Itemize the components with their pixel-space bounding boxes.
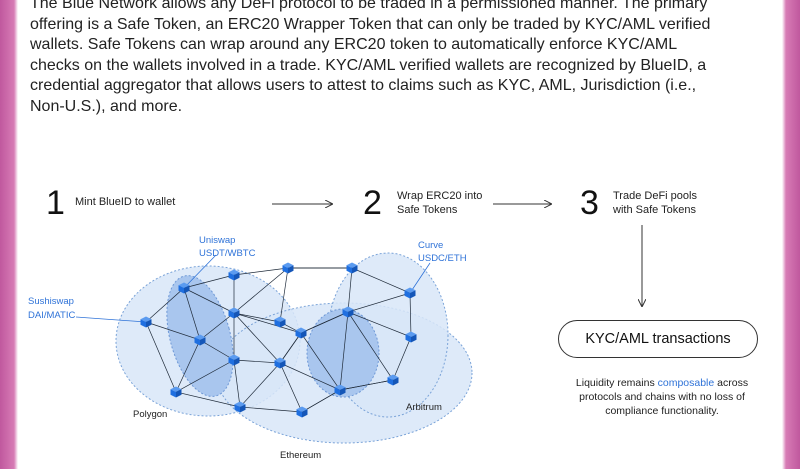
sushiswap-pair-label: DAI/MATIC xyxy=(28,310,75,321)
step-3-label-line2: with Safe Tokens xyxy=(612,204,696,216)
liquidity-caption: Liquidity remains composable across prot… xyxy=(540,376,784,418)
curve-callout-line xyxy=(409,262,431,294)
network-node xyxy=(274,316,286,328)
network-node xyxy=(405,331,417,343)
network-node xyxy=(342,306,354,318)
network-node xyxy=(234,401,246,413)
intro-line: wallets. Safe Tokens can wrap around any… xyxy=(30,36,678,53)
uniswap-label: Uniswap xyxy=(199,235,235,246)
network-node xyxy=(228,354,240,366)
caption-line-2: protocols and chains with no loss of xyxy=(579,391,745,403)
arbitrum-label: Arbitrum xyxy=(406,402,442,413)
caption-composable: composable xyxy=(657,377,715,389)
intro-line: credential aggregator that allows users … xyxy=(30,77,697,94)
sushiswap-label: Sushiswap xyxy=(28,296,74,307)
caption-post: across xyxy=(714,377,749,389)
intro-line: The Blue Network allows any DeFi protoco… xyxy=(30,0,708,12)
network-node xyxy=(140,316,152,328)
network-node xyxy=(228,269,240,281)
network-node xyxy=(178,282,190,294)
content-card: The Blue Network allows any DeFi protoco… xyxy=(18,0,782,469)
step-2-label-line2: Safe Tokens xyxy=(397,204,458,216)
step-3-number: 3 xyxy=(580,184,599,222)
intro-line: offering is a Safe Token, an ERC20 Wrapp… xyxy=(30,15,711,33)
caption-line-1: Liquidity remains composable across xyxy=(540,376,784,390)
sushiswap-callout-line xyxy=(75,316,147,323)
network-node xyxy=(346,262,358,274)
step-3-label-line1: Trade DeFi pools xyxy=(613,190,697,202)
uniswap-pair-label: USDT/WBTC xyxy=(199,248,256,259)
step-2-label-line1: Wrap ERC20 into xyxy=(397,190,482,202)
network-node xyxy=(295,327,307,339)
network-node xyxy=(282,262,294,274)
step-1-label: Mint BlueID to wallet xyxy=(75,196,175,208)
caption-line-3: compliance functionality. xyxy=(605,405,719,417)
network-node xyxy=(228,307,240,319)
step-2-number: 2 xyxy=(363,184,382,222)
network-node xyxy=(404,287,416,299)
network-node xyxy=(334,384,346,396)
network-node xyxy=(387,374,399,386)
network-node xyxy=(296,406,308,418)
flow-diagram: 1 Mint BlueID to wallet 2 Wrap ERC20 int… xyxy=(28,184,697,461)
curve-pool-highlight xyxy=(306,308,380,398)
polygon-label: Polygon xyxy=(133,409,167,420)
uniswap-callout-line xyxy=(183,254,217,289)
network-nodes xyxy=(140,262,417,418)
intro-line: Non-U.S.), and more. xyxy=(30,97,183,115)
step-1-number: 1 xyxy=(46,184,65,222)
network-node xyxy=(194,334,206,346)
intro-paragraph: The Blue Network allows any DeFi protoco… xyxy=(30,0,760,117)
network-node xyxy=(274,357,286,369)
ethereum-label: Ethereum xyxy=(280,450,321,461)
kyc-aml-transactions-box: KYC/AML transactions xyxy=(558,320,758,358)
intro-line: checks on the wallets involved in a trad… xyxy=(30,56,707,74)
network-node xyxy=(170,386,182,398)
curve-pair-label: USDC/ETH xyxy=(418,253,467,264)
curve-label: Curve xyxy=(418,240,443,251)
caption-pre: Liquidity remains xyxy=(575,377,658,389)
